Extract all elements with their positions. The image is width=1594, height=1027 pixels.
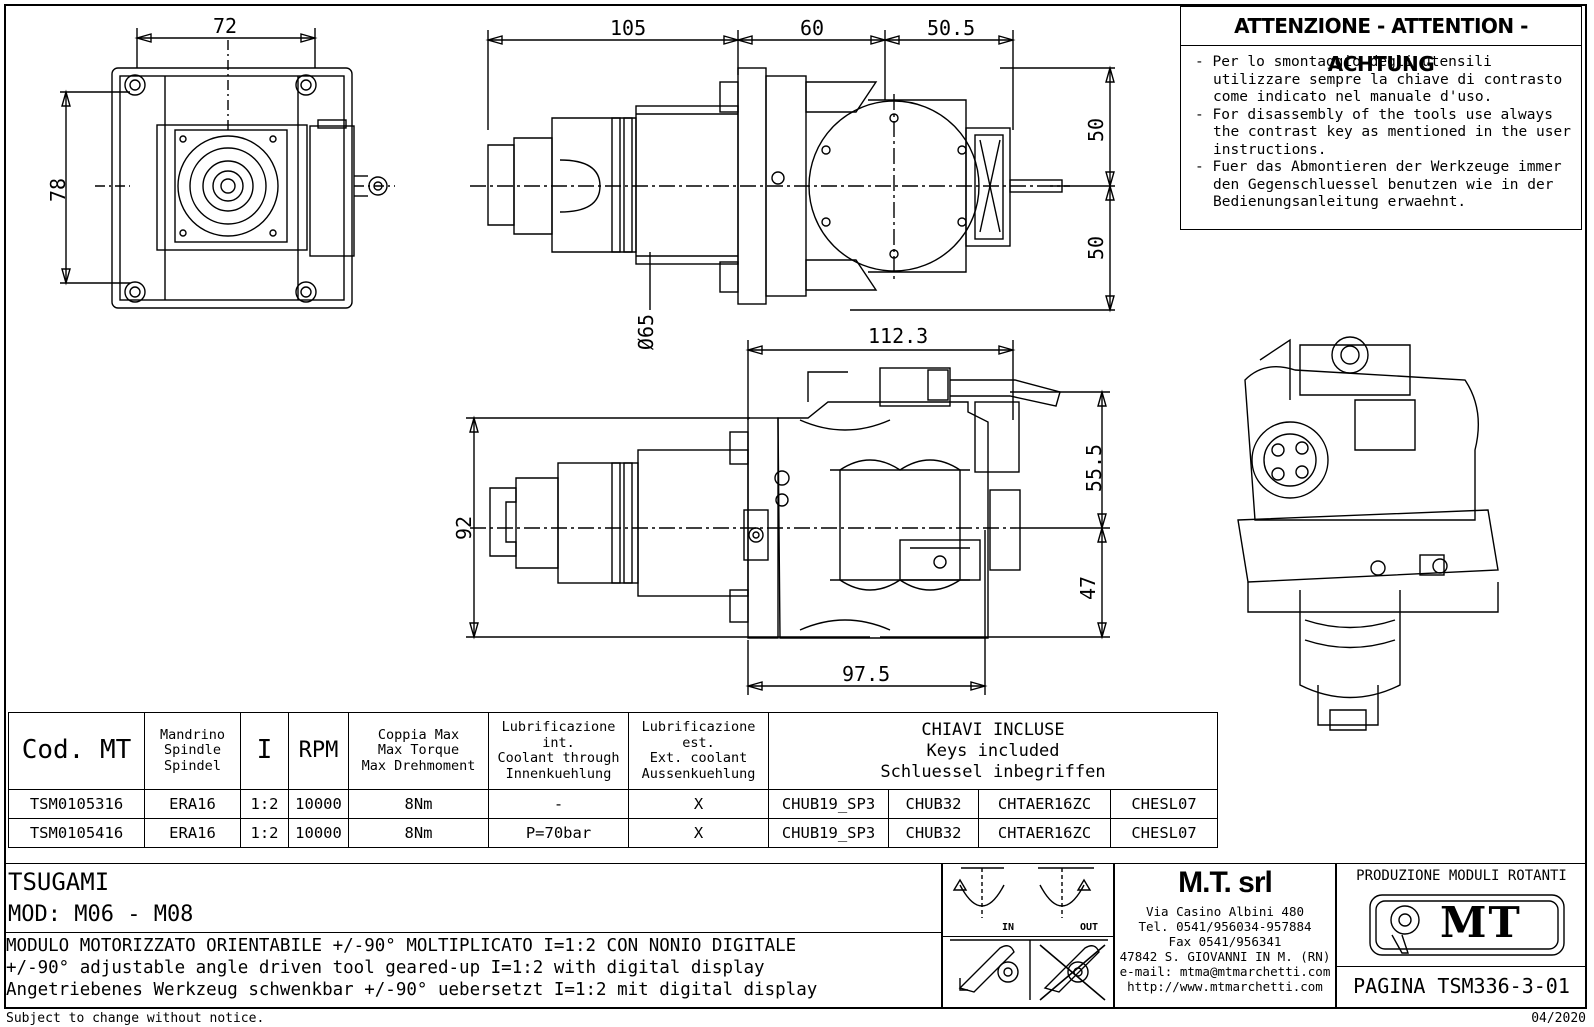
description-it: MODULO MOTORIZZATO ORIENTABILE +/-90° MO… xyxy=(6,936,797,956)
cell-key2: CHUB32 xyxy=(888,789,979,819)
description-en: +/-90° adjustable angle driven tool gear… xyxy=(6,958,765,978)
cell-lub-ext: X xyxy=(628,818,769,848)
cell-torque: 8Nm xyxy=(348,789,489,819)
drawing-frame xyxy=(4,4,1587,1009)
company-block xyxy=(1114,863,1336,1008)
dim-diameter-65: Ø65 xyxy=(634,313,659,351)
dim-97-5: 97.5 xyxy=(842,662,891,686)
cell-key4: CHESL07 xyxy=(1110,818,1218,848)
footer-date: 04/2020 xyxy=(1531,1011,1586,1026)
dim-92: 92 xyxy=(452,515,477,541)
page-number: PAGINA TSM336-3-01 xyxy=(1353,974,1570,998)
address-line: Tel. 0541/956034-957884 xyxy=(1138,919,1312,934)
warning-title: ATTENZIONE - ATTENTION - ACHTUNG xyxy=(1181,7,1581,76)
dim-72: 72 xyxy=(213,14,238,38)
cell-key2: CHUB32 xyxy=(888,818,979,848)
dim-112-3: 112.3 xyxy=(868,324,929,348)
warning-list: Per lo smontaggio degli utensili utilizz… xyxy=(1181,54,1581,212)
description-de: Angetriebenes Werkzeug schwenkbar +/-90°… xyxy=(6,980,818,1000)
col-lub-int: Lubrificazione int. Coolant through Inne… xyxy=(488,712,629,790)
divider xyxy=(4,932,942,933)
wrench-icons xyxy=(950,939,1108,1001)
company-name: M.T. srl xyxy=(1178,866,1273,899)
cell-lub-int: P=70bar xyxy=(488,818,629,848)
icons-block xyxy=(942,863,1114,1008)
dim-50-lower: 50 xyxy=(1084,235,1109,261)
production-block xyxy=(1336,863,1587,1008)
model-name: MOD: M06 - M08 xyxy=(8,902,194,927)
cell-key3: CHTAER16ZC xyxy=(978,789,1111,819)
side-view xyxy=(470,30,1115,313)
out-label: OUT xyxy=(1080,922,1099,933)
cell-rpm: 10000 xyxy=(288,789,349,819)
production-title: PRODUZIONE MODULI ROTANTI xyxy=(1356,868,1567,884)
front-view xyxy=(466,340,1110,695)
col-spindle: Mandrino Spindle Spindel xyxy=(144,712,241,790)
cell-lub-ext: X xyxy=(628,789,769,819)
cell-torque: 8Nm xyxy=(348,818,489,848)
spec-table: Cod. MT Mandrino Spindle Spindel I RPM C… xyxy=(8,712,1218,848)
address-line: e-mail: mtma@mtmarchetti.com xyxy=(1119,964,1331,979)
col-lub-ext: Lubrificazione est. Ext. coolant Aussenk… xyxy=(628,712,769,790)
warning-item: For disassembly of the tools use always … xyxy=(1187,107,1581,160)
col-torque: Coppia Max Max Torque Max Drehmoment xyxy=(348,712,489,790)
cell-key3: CHTAER16ZC xyxy=(978,818,1111,848)
table-row: TSM0105316 ERA16 1:2 10000 8Nm - X CHUB1… xyxy=(8,789,1218,819)
cell-key1: CHUB19_SP3 xyxy=(768,818,889,848)
dim-47: 47 xyxy=(1076,575,1101,601)
cell-spindle: ERA16 xyxy=(144,818,241,848)
address-line: Via Casino Albini 480 xyxy=(1145,904,1305,919)
address-line: Fax 0541/956341 xyxy=(1168,934,1282,949)
machine-name: TSUGAMI xyxy=(8,868,110,896)
col-rpm: RPM xyxy=(288,712,349,790)
mt-logo: MT xyxy=(1440,898,1522,947)
cell-spindle: ERA16 xyxy=(144,789,241,819)
dim-55-5: 55.5 xyxy=(1082,443,1107,493)
cell-cod: TSM0105316 xyxy=(8,789,145,819)
address-line: http://www.mtmarchetti.com xyxy=(1127,979,1323,994)
col-ratio: I xyxy=(240,712,289,790)
cell-key1: CHUB19_SP3 xyxy=(768,789,889,819)
title-block-main xyxy=(4,863,942,1008)
dim-60: 60 xyxy=(800,16,825,40)
col-cod: Cod. MT xyxy=(8,712,145,790)
table-row: TSM0105416 ERA16 1:2 10000 8Nm P=70bar X… xyxy=(8,818,1218,848)
warning-item: Per lo smontaggio degli utensili utilizz… xyxy=(1187,54,1581,107)
dim-78: 78 xyxy=(46,177,71,203)
footer-notice: Subject to change without notice. xyxy=(6,1011,265,1026)
cell-lub-int: - xyxy=(488,789,629,819)
cell-rpm: 10000 xyxy=(288,818,349,848)
iso-view xyxy=(1237,336,1499,731)
warning-box: ATTENZIONE - ATTENTION - ACHTUNG Per lo … xyxy=(1180,6,1582,230)
dim-50-upper: 50 xyxy=(1084,117,1109,143)
cell-ratio: 1:2 xyxy=(240,818,289,848)
table-header-row: Cod. MT Mandrino Spindle Spindel I RPM C… xyxy=(8,712,1218,790)
dim-50-5: 50.5 xyxy=(927,16,976,40)
cell-cod: TSM0105416 xyxy=(8,818,145,848)
in-out-icons xyxy=(952,867,1094,918)
mt-logo-graphic xyxy=(1369,894,1565,956)
cell-ratio: 1:2 xyxy=(240,789,289,819)
address-line: 47842 S. GIOVANNI IN M. (RN) xyxy=(1119,949,1331,964)
dim-105: 105 xyxy=(610,16,647,40)
in-label: IN xyxy=(1002,922,1015,933)
warning-item: Fuer das Abmontieren der Werkzeuge immer… xyxy=(1187,159,1581,212)
company-address: Via Casino Albini 480 Tel. 0541/956034-9… xyxy=(1114,904,1336,994)
top-view xyxy=(60,28,395,309)
col-keys: CHIAVI INCLUSE Keys included Schluessel … xyxy=(768,712,1218,790)
cell-key4: CHESL07 xyxy=(1110,789,1218,819)
